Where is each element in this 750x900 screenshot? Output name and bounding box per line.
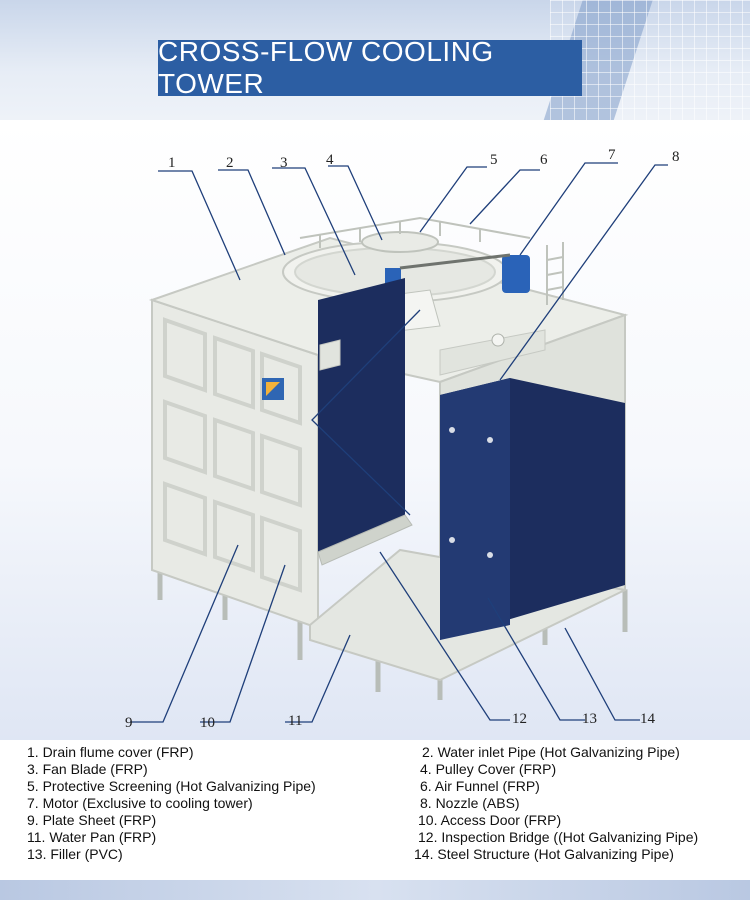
legend-item-4: 4. Pulley Cover (FRP) (420, 761, 557, 777)
cooling-tower-diagram: 1 2 3 4 5 6 7 8 9 10 11 12 13 14 (0, 120, 750, 740)
callout-9: 9 (125, 715, 133, 731)
header-banner: CROSS-FLOW COOLING TOWER (0, 0, 750, 120)
callout-2: 2 (226, 155, 234, 171)
legend-item-14: 14. Steel Structure (Hot Galvanizing Pip… (414, 846, 674, 862)
legend-item-3: 3. Fan Blade (FRP) (27, 761, 148, 777)
inspection-bridge (317, 514, 413, 566)
callout-14: 14 (640, 711, 655, 727)
callout-7: 7 (608, 147, 616, 163)
callout-3: 3 (280, 155, 288, 171)
decorative-grid (550, 0, 750, 120)
plate-panels (163, 317, 302, 593)
parts-legend: 1. Drain flume cover (FRP) 2. Water inle… (0, 740, 750, 880)
legend-item-7: 7. Motor (Exclusive to cooling tower) (27, 795, 253, 811)
brand-logo (262, 378, 284, 400)
legend-item-11: 11. Water Pan (FRP) (27, 829, 157, 845)
callout-8: 8 (672, 149, 680, 165)
callout-13: 13 (582, 711, 597, 727)
cooling-tower-illustration (130, 162, 668, 723)
drive-belt (399, 253, 511, 270)
page-title: CROSS-FLOW COOLING TOWER (158, 36, 582, 99)
legend-item-5: 5. Protective Screening (Hot Galvanizing… (27, 778, 316, 794)
filler-bolts (449, 427, 493, 558)
pulley-cover (361, 231, 439, 253)
leader-lines (130, 162, 668, 723)
callout-6: 6 (540, 152, 548, 168)
legend-item-6: 6. Air Funnel (FRP) (420, 778, 540, 794)
callout-5: 5 (490, 152, 498, 168)
legend-item-13: 13. Filler (PVC) (27, 846, 123, 862)
legend-item-1: 1. Drain flume cover (FRP) (27, 744, 194, 760)
nozzle (491, 333, 505, 347)
filler-left (318, 278, 405, 552)
footer-band (0, 880, 750, 900)
legend-item-9: 9. Plate Sheet (FRP) (27, 812, 157, 828)
callout-1: 1 (168, 155, 176, 171)
motor (502, 255, 530, 293)
ladder (546, 242, 564, 305)
callout-4: 4 (326, 152, 334, 168)
drain-flume (439, 329, 546, 376)
legend-item-10: 10. Access Door (FRP) (418, 812, 562, 828)
filler-front (440, 378, 510, 640)
drain-flume-left (319, 339, 341, 371)
callout-11: 11 (288, 713, 303, 729)
legend-item-12: 12. Inspection Bridge ((Hot Galvanizing … (418, 829, 699, 845)
legend-item-2: 2. Water inlet Pipe (Hot Galvanizing Pip… (422, 744, 680, 760)
protective-screening (299, 216, 531, 248)
legend-item-8: 8. Nozzle (ABS) (420, 795, 520, 811)
callout-10: 10 (200, 715, 215, 731)
callout-12: 12 (512, 711, 527, 727)
